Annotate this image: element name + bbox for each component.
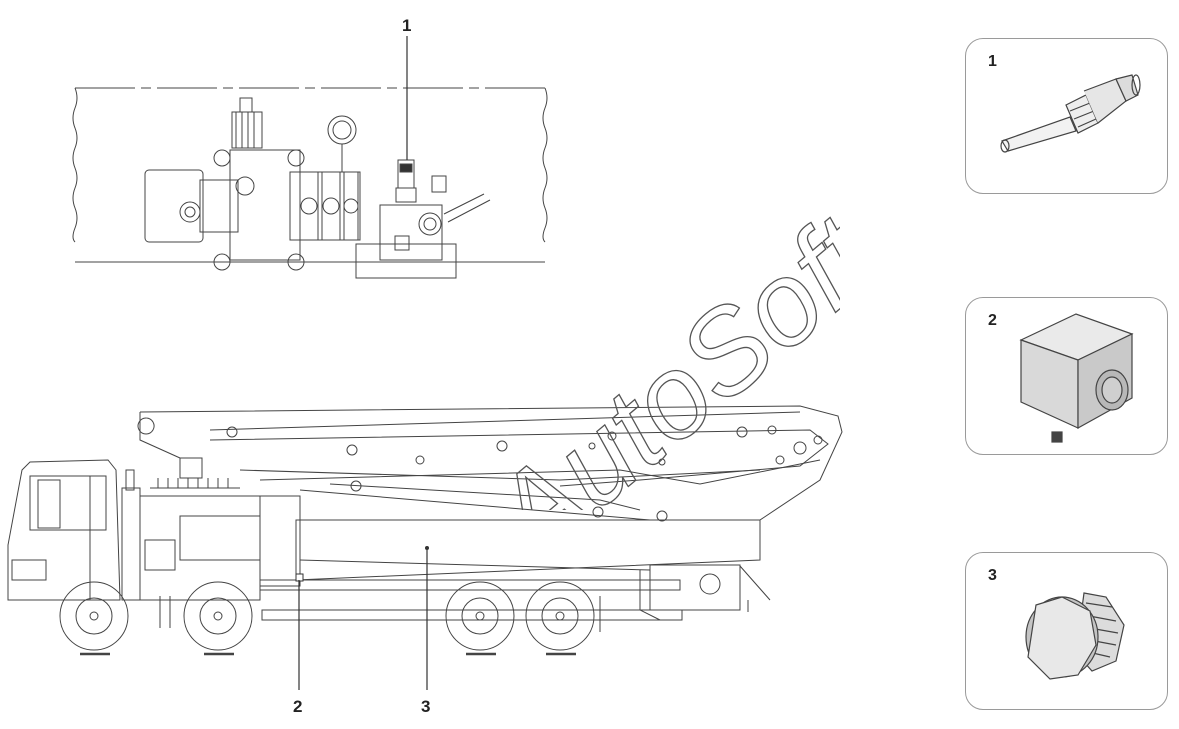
- callout-1: 1: [402, 16, 412, 35]
- part-panel-1: 1: [965, 38, 1168, 194]
- part-panel-2: 2: [965, 297, 1168, 455]
- callout-3: 3: [421, 697, 431, 716]
- marker-2: [295, 573, 304, 582]
- marker-3: [425, 546, 429, 550]
- part-panel-3: 3: [965, 552, 1168, 710]
- wheels: [59, 581, 595, 651]
- temperature-sensor-icon: [1000, 74, 1141, 153]
- concrete-pump-truck: [7, 405, 843, 656]
- panel-label-1: 1: [988, 53, 997, 70]
- hex-plug-icon: [1025, 592, 1125, 680]
- junction-box-icon: [1019, 313, 1134, 443]
- hydraulic-detail-view: [72, 87, 548, 279]
- panel-label-3: 3: [988, 567, 997, 584]
- callout-2: 2: [293, 697, 303, 716]
- panel-label-2: 2: [988, 312, 997, 329]
